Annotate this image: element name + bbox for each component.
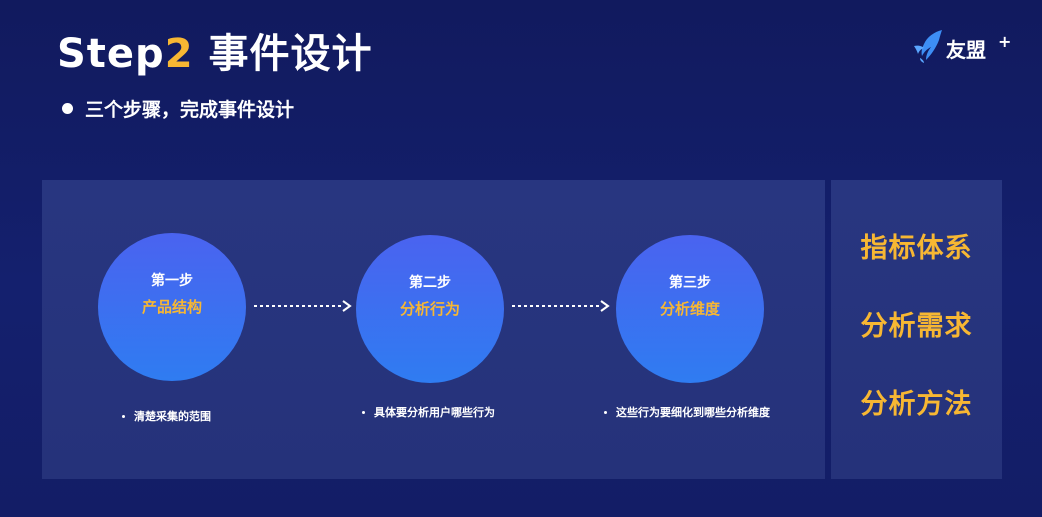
page-title: Step2 事件设计 xyxy=(57,26,372,82)
step-description-3: 这些行为要细化到哪些分析维度 xyxy=(604,405,770,421)
side-item-indicator-system: 指标体系 xyxy=(860,233,973,264)
step-description-1: 清楚采集的范围 xyxy=(122,409,211,425)
subtitle-text: 三个步骤，完成事件设计 xyxy=(85,99,295,121)
step-label: 第一步 xyxy=(151,273,193,289)
description-text: 具体要分析用户哪些行为 xyxy=(374,406,495,419)
step-label: 第三步 xyxy=(669,275,711,291)
step-label: 第二步 xyxy=(409,275,451,291)
subtitle: 三个步骤，完成事件设计 xyxy=(62,96,294,124)
step-value: 分析行为 xyxy=(399,300,460,318)
logo-text: 友盟 xyxy=(946,38,986,62)
side-item-analysis-methods: 分析方法 xyxy=(860,389,973,420)
step-value: 分析维度 xyxy=(659,300,720,318)
title-prefix: Step xyxy=(57,31,165,77)
bullet-dot-icon xyxy=(362,410,365,414)
brand-logo: 友盟 + xyxy=(912,28,1022,66)
step-circle-2: 第二步 分析行为 xyxy=(356,235,504,383)
title-suffix: 事件设计 xyxy=(193,31,373,77)
steps-panel: 第一步 产品结构 第二步 分析行为 第三步 分析维度 清楚采集的范围 具体要分析… xyxy=(42,180,825,479)
side-panel: 指标体系 分析需求 分析方法 xyxy=(831,180,1002,479)
step-value: 产品结构 xyxy=(141,298,202,316)
dotted-arrow-icon xyxy=(512,300,610,312)
dotted-arrow-icon xyxy=(254,300,352,312)
side-item-analysis-needs: 分析需求 xyxy=(860,311,973,342)
step-description-2: 具体要分析用户哪些行为 xyxy=(362,405,495,421)
description-text: 这些行为要细化到哪些分析维度 xyxy=(616,406,770,419)
step-circle-3: 第三步 分析维度 xyxy=(616,235,764,383)
title-number: 2 xyxy=(164,31,194,77)
logo-plus: + xyxy=(998,32,1012,51)
bullet-dot-icon xyxy=(62,103,73,114)
bullet-dot-icon xyxy=(604,410,607,414)
bullet-dot-icon xyxy=(122,414,125,418)
description-text: 清楚采集的范围 xyxy=(134,410,211,423)
step-circle-1: 第一步 产品结构 xyxy=(98,233,246,381)
umeng-bird-icon xyxy=(914,30,942,63)
